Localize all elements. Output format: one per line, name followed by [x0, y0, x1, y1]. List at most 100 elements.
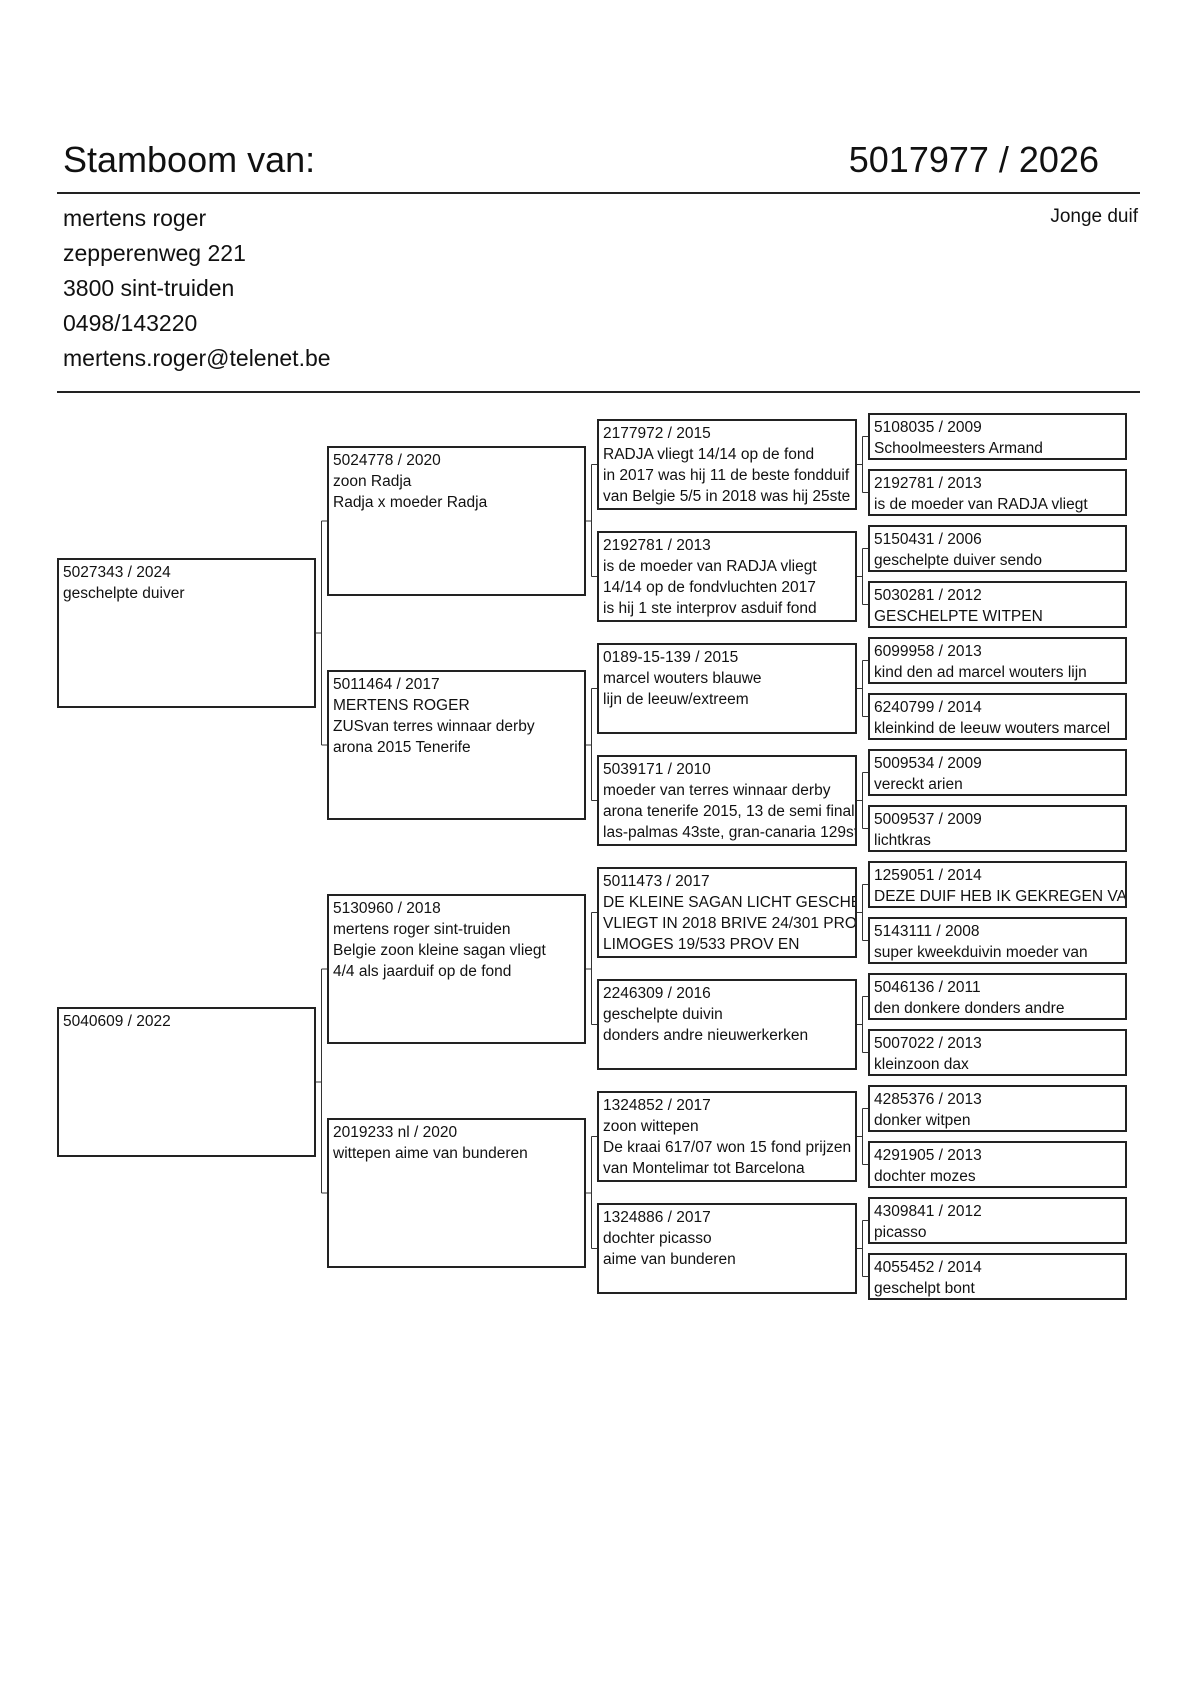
ring-number-text: 5046136 / 2011 — [874, 979, 981, 996]
ring-number-text: 1324852 / 2017 — [603, 1097, 711, 1114]
owner-city: 3800 sint-truiden — [63, 275, 235, 301]
pigeon-note-text: van Belgie 5/5 in 2018 was hij 25ste — [603, 488, 851, 505]
ring-number-text: 5030281 / 2012 — [874, 587, 982, 604]
owner-rule — [57, 391, 1140, 393]
pigeon-note-text: super kweekduivin moeder van — [874, 944, 1088, 961]
great-great-grandparent-box: 4055452 / 2014 geschelpt bont — [868, 1253, 1127, 1300]
pigeon-note-text: GESCHELPTE WITPEN — [874, 608, 1043, 625]
great-great-grandparent-box: 5007022 / 2013 kleinzoon dax — [868, 1029, 1127, 1076]
pigeon-note-text: moeder van terres winnaar derby — [603, 782, 831, 799]
page-title: Stamboom van: — [63, 139, 316, 180]
ring-number-text: 2192781 / 2013 — [874, 475, 982, 492]
ring-number: 5017977 / 2026 — [848, 139, 1099, 180]
pigeon-note-text: ZUSvan terres winnaar derby — [333, 718, 535, 735]
ring-number-text: 5108035 / 2009 — [874, 419, 982, 436]
great-great-grandparent-box: 5046136 / 2011 den donkere donders andre — [868, 973, 1127, 1020]
great-grandparent-box: 0189-15-139 / 2015 marcel wouters blauwe l… — [597, 643, 857, 734]
pigeon-note-text: lichtkras — [874, 832, 931, 849]
great-great-grandparent-box: 4309841 / 2012 picasso — [868, 1197, 1127, 1244]
ring-number-text: 5143111 / 2008 — [874, 923, 980, 940]
pigeon-note-text: RADJA vliegt 14/14 op de fond — [603, 446, 815, 463]
great-great-grandparent-box: 2192781 / 2013 is de moeder van RADJA vli… — [868, 469, 1127, 516]
pigeon-note-text: zoon wittepen — [603, 1118, 699, 1135]
pigeon-note-text: dochter picasso — [603, 1230, 712, 1247]
pigeon-note-text: 4/4 als jaarduif op de fond — [333, 963, 512, 980]
owner-email: mertens.roger@telenet.be — [63, 345, 331, 371]
pigeon-note-text: geschelpte duiver — [63, 585, 185, 602]
header-rule — [57, 192, 1140, 194]
great-grandparent-box: 1324852 / 2017 zoon wittepen De kraai 617/… — [597, 1091, 857, 1182]
pigeon-note-text: dochter mozes — [874, 1168, 976, 1185]
great-great-grandparent-box: 5009537 / 2009 lichtkras — [868, 805, 1127, 852]
pigeon-note-text: is hij 1 ste interprov asduif fond — [603, 600, 817, 617]
pigeon-note-text: in 2017 was hij 11 de beste fondduif — [603, 467, 850, 484]
ring-number-text: 1259051 / 2014 — [874, 867, 982, 884]
great-great-grandparent-box: 4291905 / 2013 dochter mozes — [868, 1141, 1127, 1188]
ring-number-text: 5039171 / 2010 — [603, 761, 711, 778]
pigeon-note-text: den donkere donders andre — [874, 1000, 1065, 1017]
pigeon-note-text: picasso — [874, 1224, 927, 1241]
pigeon-note-text: vereckt arien — [874, 776, 963, 793]
ring-number-text: 5024778 / 2020 — [333, 452, 441, 469]
parent-box: 5040609 / 2022 — [57, 1007, 316, 1157]
ring-number-text: 0189-15-139 / 2015 — [603, 649, 739, 666]
ring-number-text: 5027343 / 2024 — [63, 564, 171, 581]
ring-number-text: 6240799 / 2014 — [874, 699, 982, 716]
pigeon-note-text: Belgie zoon kleine sagan vliegt — [333, 942, 546, 959]
pigeon-note-text: kleinkind de leeuw wouters marcel — [874, 720, 1111, 737]
pigeon-note-text: DEZE DUIF HEB IK GEKREGEN VAN — [874, 888, 1127, 905]
ring-number-text: 5009537 / 2009 — [874, 811, 982, 828]
ring-number-text: 5150431 / 2006 — [874, 531, 982, 548]
pigeon-note-text: arona 2015 Tenerife — [333, 739, 471, 756]
pigeon-note-text: marcel wouters blauwe — [603, 670, 762, 687]
pigeon-note-text: las-palmas 43ste, gran-canaria 129ste — [603, 824, 857, 841]
pigeon-note-text: De kraai 617/07 won 15 fond prijzen — [603, 1139, 852, 1156]
pigeon-note-text: VLIEGT IN 2018 BRIVE 24/301 PROV — [603, 915, 857, 932]
ring-number-text: 2177972 / 2015 — [603, 425, 711, 442]
pigeon-note-text: is de moeder van RADJA vliegt — [874, 496, 1088, 513]
pigeon-note-text: wittepen aime van bunderen — [333, 1145, 528, 1162]
pigeon-note-text: Schoolmeesters Armand — [874, 440, 1043, 457]
pigeon-note-text: is de moeder van RADJA vliegt — [603, 558, 817, 575]
great-great-grandparent-box: 5143111 / 2008 super kweekduivin moeder v… — [868, 917, 1127, 964]
ring-number-text: 1324886 / 2017 — [603, 1209, 711, 1226]
ring-number-text: 5130960 / 2018 — [333, 900, 441, 917]
great-great-grandparent-box: 5009534 / 2009 vereckt arien — [868, 749, 1127, 796]
pigeon-note-text: kleinzoon dax — [874, 1056, 969, 1073]
great-grandparent-box: 2246309 / 2016 geschelpte duivin donders a… — [597, 979, 857, 1070]
ring-number-text: 4055452 / 2014 — [874, 1259, 982, 1276]
pigeon-note-text: arona tenerife 2015, 13 de semi finale — [603, 803, 857, 820]
ring-number-text: 4291905 / 2013 — [874, 1147, 982, 1164]
pigeon-note-text: donker witpen — [874, 1112, 971, 1129]
ring-number-text: 5040609 / 2022 — [63, 1013, 171, 1030]
ring-number-text: 6099958 / 2013 — [874, 643, 982, 660]
owner-phone: 0498/143220 — [63, 310, 198, 336]
ring-number-text: 5007022 / 2013 — [874, 1035, 982, 1052]
parent-box: 5027343 / 2024 geschelpte duiver — [57, 558, 316, 708]
pigeon-note-text: geschelpt bont — [874, 1280, 975, 1297]
ring-number-text: 4309841 / 2012 — [874, 1203, 982, 1220]
ring-number-text: 2246309 / 2016 — [603, 985, 711, 1002]
pigeon-status: Jonge duif — [1050, 206, 1138, 227]
owner-street: zepperenweg 221 — [63, 240, 246, 266]
pigeon-note-text: MERTENS ROGER — [333, 697, 470, 714]
pigeon-note-text: lijn de leeuw/extreem — [603, 691, 749, 708]
pigeon-note-text: donders andre nieuwerkerken — [603, 1027, 809, 1044]
ring-number-text: 5009534 / 2009 — [874, 755, 982, 772]
pigeon-note-text: geschelpte duivin — [603, 1006, 723, 1023]
pigeon-note-text: LIMOGES 19/533 PROV EN — [603, 936, 800, 953]
